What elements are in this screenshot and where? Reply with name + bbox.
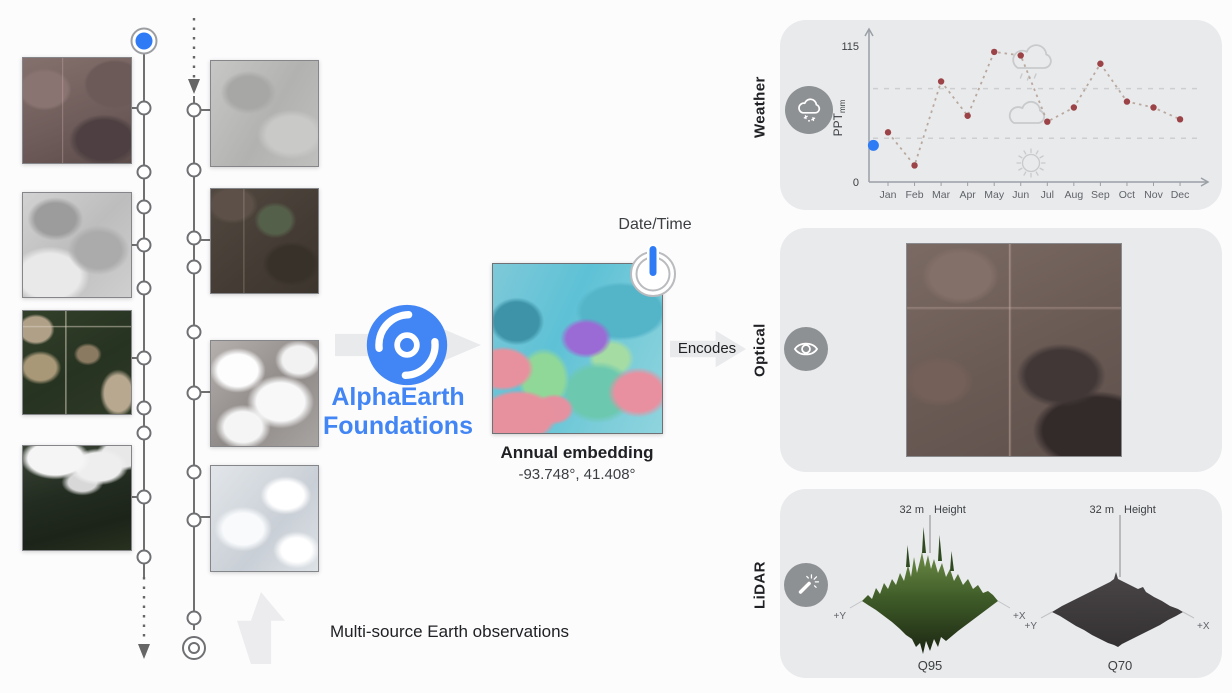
snow-cloud-icon bbox=[798, 98, 821, 122]
optical-panel bbox=[780, 228, 1222, 472]
q70-y-axis-label: +Y bbox=[1024, 621, 1037, 632]
brand-line1: AlphaEarth bbox=[331, 383, 465, 411]
svg-text:Feb: Feb bbox=[906, 189, 924, 201]
svg-text:0: 0 bbox=[853, 177, 859, 189]
q70-height-value: 32 m bbox=[1090, 504, 1114, 516]
svg-text:Jun: Jun bbox=[1012, 189, 1029, 201]
satellite-thumbnail bbox=[22, 192, 132, 298]
q95-y-axis-label: +Y bbox=[833, 611, 846, 622]
dial-pointer[interactable] bbox=[649, 246, 657, 276]
rain-cloud-icon bbox=[1012, 44, 1052, 81]
timelines-graphic bbox=[127, 18, 211, 660]
multi-source-caption: Multi-source Earth observations bbox=[330, 622, 570, 641]
brand-line2: Foundations bbox=[323, 412, 473, 440]
satellite-thumbnail bbox=[210, 188, 319, 294]
satellite-thumbnail bbox=[210, 340, 319, 447]
svg-text:Sep: Sep bbox=[1091, 189, 1110, 201]
satellite-thumbnail bbox=[22, 445, 132, 551]
weather-icon-badge bbox=[785, 86, 833, 134]
svg-text:Aug: Aug bbox=[1065, 189, 1084, 201]
cloud-icon bbox=[1008, 100, 1046, 124]
datetime-dial[interactable] bbox=[629, 241, 677, 299]
magic-wand-icon bbox=[798, 574, 820, 594]
satellite-thumbnail bbox=[22, 310, 132, 415]
q70-height-label: Height bbox=[1124, 504, 1156, 516]
optical-satellite-image bbox=[906, 243, 1122, 457]
embedding-title: Annual embedding bbox=[500, 443, 654, 462]
brand-name: AlphaEarth Foundations bbox=[300, 383, 496, 441]
svg-text:Oct: Oct bbox=[1119, 189, 1135, 201]
svg-text:Mar: Mar bbox=[932, 189, 951, 201]
q70-surface bbox=[1052, 572, 1183, 647]
q95-height-label: Height bbox=[934, 504, 966, 516]
q95-height-value: 32 m bbox=[900, 504, 924, 516]
optical-panel-label: Optical bbox=[751, 323, 769, 377]
q95-x-axis-label: +X bbox=[1013, 611, 1026, 622]
svg-text:Jan: Jan bbox=[880, 189, 897, 201]
svg-text:PPTmm: PPTmm bbox=[831, 99, 847, 136]
q70-x-axis-label: +X bbox=[1197, 621, 1210, 632]
optical-icon-badge bbox=[784, 327, 828, 371]
encodes-label: Encodes bbox=[677, 340, 737, 357]
svg-text:Dec: Dec bbox=[1171, 189, 1190, 201]
alphaearth-logo-icon bbox=[366, 304, 448, 386]
svg-text:Apr: Apr bbox=[959, 189, 976, 201]
annual-embedding-image bbox=[492, 263, 663, 434]
lidar-icon-badge bbox=[784, 563, 828, 607]
q95-surface bbox=[862, 552, 998, 654]
svg-text:May: May bbox=[984, 189, 1005, 201]
embedding-coordinates: -93.748°, 41.408° bbox=[518, 466, 636, 483]
q70-caption: Q70 bbox=[1108, 658, 1133, 673]
eye-icon bbox=[793, 342, 819, 356]
lidar-panel: 32 m Height +Y +X Q95 32 m Height +Y +X … bbox=[780, 489, 1222, 678]
lidar-plots: 32 m Height +Y +X Q95 32 m Height +Y +X … bbox=[833, 504, 1210, 673]
satellite-thumbnail bbox=[210, 60, 319, 167]
svg-text:Nov: Nov bbox=[1144, 189, 1163, 201]
q95-caption: Q95 bbox=[918, 658, 943, 673]
svg-text:115: 115 bbox=[841, 41, 859, 53]
satellite-thumbnail bbox=[22, 57, 132, 164]
svg-text:Jul: Jul bbox=[1041, 189, 1054, 201]
sun-icon bbox=[1016, 148, 1046, 178]
datetime-label: Date/Time bbox=[618, 216, 692, 233]
satellite-thumbnail bbox=[210, 465, 319, 572]
lidar-panel-label: LiDAR bbox=[751, 561, 769, 609]
weather-panel-label: Weather bbox=[751, 76, 769, 138]
